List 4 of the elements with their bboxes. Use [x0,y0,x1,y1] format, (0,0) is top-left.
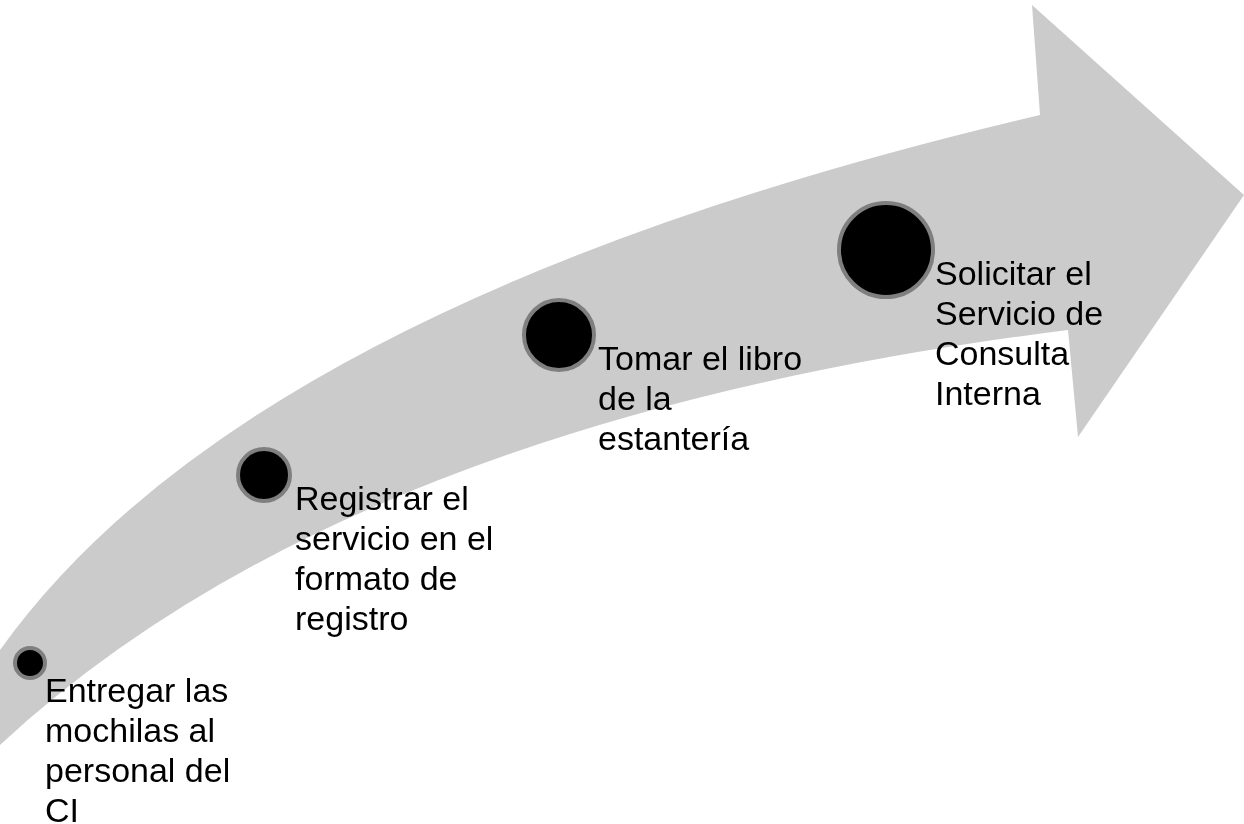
step-label: Tomar el libro de la estantería [598,338,804,458]
step-label: Solicitar el Servicio de Consulta Interna [935,253,1105,413]
step-label: Registrar el servicio en el formato de registro [295,478,495,638]
step-label: Entregar las mochilas al personal del CI [45,670,232,824]
